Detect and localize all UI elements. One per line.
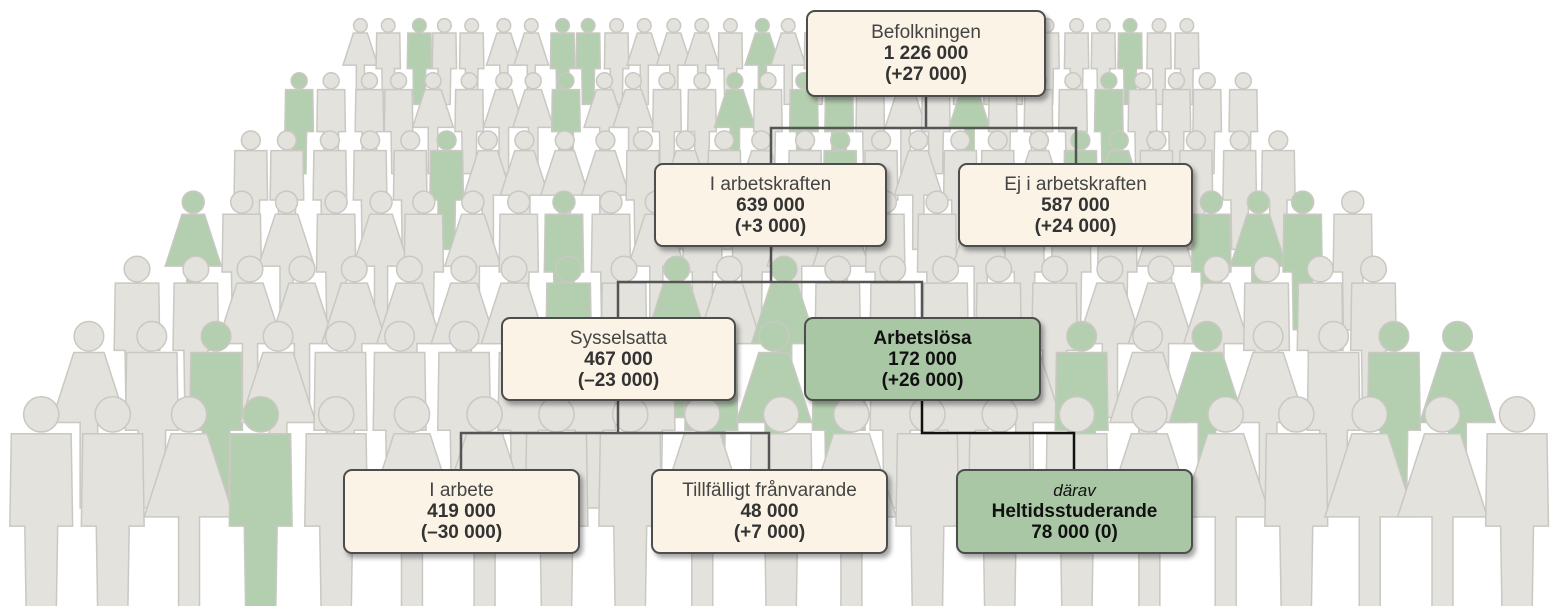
person-silhouette-icon — [143, 396, 235, 606]
node-label: Sysselsatta — [569, 327, 668, 349]
connector-i-arbetskraften — [616, 247, 924, 317]
node-change: (–23 000) — [577, 369, 660, 391]
person-silhouette-icon — [228, 396, 293, 606]
person-silhouette-icon — [655, 17, 693, 106]
node-value: 467 000 — [584, 348, 653, 370]
connector-sysselsatta — [459, 401, 771, 469]
person-silhouette-icon — [454, 72, 485, 175]
person-silhouette-icon — [392, 130, 428, 251]
node-sysselsatta: Sysselsatta 467 000 (–23 000) — [501, 317, 736, 401]
node-label: I arbete — [429, 480, 494, 501]
person-silhouette-icon — [575, 17, 602, 106]
person-silhouette-icon — [625, 17, 663, 106]
person-silhouette-icon — [1182, 255, 1251, 419]
node-label: Heltidsstuderande — [991, 501, 1158, 522]
node-change: (+7 000) — [733, 522, 806, 543]
node-change: (+26 000) — [881, 369, 964, 391]
person-silhouette-icon — [1349, 255, 1398, 419]
person-silhouette-icon — [895, 396, 960, 606]
person-silhouette-icon — [9, 396, 74, 606]
person-silhouette-icon — [893, 130, 944, 251]
node-change: (+3 000) — [734, 215, 807, 237]
person-silhouette-icon — [1168, 320, 1246, 509]
person-silhouette-icon — [549, 17, 576, 106]
node-value: 48 000 — [740, 501, 799, 522]
person-silhouette-icon — [482, 72, 526, 175]
node-prefix: därav — [1053, 481, 1096, 500]
node-change: (+27 000) — [885, 64, 967, 85]
person-silhouette-icon — [80, 396, 145, 606]
node-label: Arbetslösa — [873, 327, 972, 349]
node-value: 1 226 000 — [883, 43, 969, 64]
node-value: 78 000 (0) — [1031, 522, 1118, 543]
node-i-arbete: I arbete 419 000 (–30 000) — [343, 469, 580, 554]
person-silhouette-icon — [50, 320, 128, 509]
person-silhouette-icon — [744, 17, 781, 106]
person-silhouette-icon — [1173, 17, 1200, 106]
person-silhouette-icon — [1222, 130, 1258, 251]
node-label: Ej i arbetskraften — [1004, 173, 1147, 195]
person-silhouette-icon — [1396, 396, 1489, 606]
node-heltidsstuderande: därav Heltidsstuderande 78 000 (0) — [956, 469, 1193, 554]
node-ej-i-arbetskraften: Ej i arbetskraften 587 000 (+24 000) — [958, 163, 1193, 247]
connector-befolkning — [769, 97, 1078, 163]
person-silhouette-icon — [603, 17, 630, 106]
node-befolkningen: Befolkningen 1 226 000 (+27 000) — [806, 10, 1046, 97]
node-change: (+24 000) — [1034, 215, 1117, 237]
person-silhouette-icon — [1484, 396, 1550, 606]
person-silhouette-icon — [1264, 396, 1329, 606]
person-silhouette-icon — [341, 17, 379, 106]
person-silhouette-icon — [1296, 255, 1344, 419]
person-silhouette-icon — [1179, 396, 1272, 606]
node-change: (–30 000) — [420, 522, 503, 543]
person-silhouette-icon — [1127, 72, 1158, 175]
person-silhouette-icon — [485, 17, 523, 106]
node-tillfalligt-franvarande: Tillfälligt frånvarande 48 000 (+7 000) — [651, 469, 888, 554]
person-silhouette-icon — [1323, 396, 1416, 606]
person-silhouette-icon — [315, 190, 357, 331]
node-arbetslosa: Arbetslösa 172 000 (+26 000) — [804, 317, 1041, 401]
node-value: 587 000 — [1041, 194, 1110, 216]
node-value: 172 000 — [888, 348, 957, 370]
person-silhouette-icon — [1063, 17, 1090, 106]
node-label: I arbetskraften — [709, 173, 832, 195]
node-label: Tillfälligt frånvarande — [682, 480, 857, 501]
node-value: 639 000 — [736, 194, 805, 216]
person-silhouette-icon — [406, 17, 433, 106]
node-i-arbetskraften: I arbetskraften 639 000 (+3 000) — [654, 163, 887, 247]
connector-arbetslosa — [920, 401, 1076, 469]
node-value: 419 000 — [427, 501, 496, 522]
node-label: Befolkningen — [871, 22, 981, 43]
